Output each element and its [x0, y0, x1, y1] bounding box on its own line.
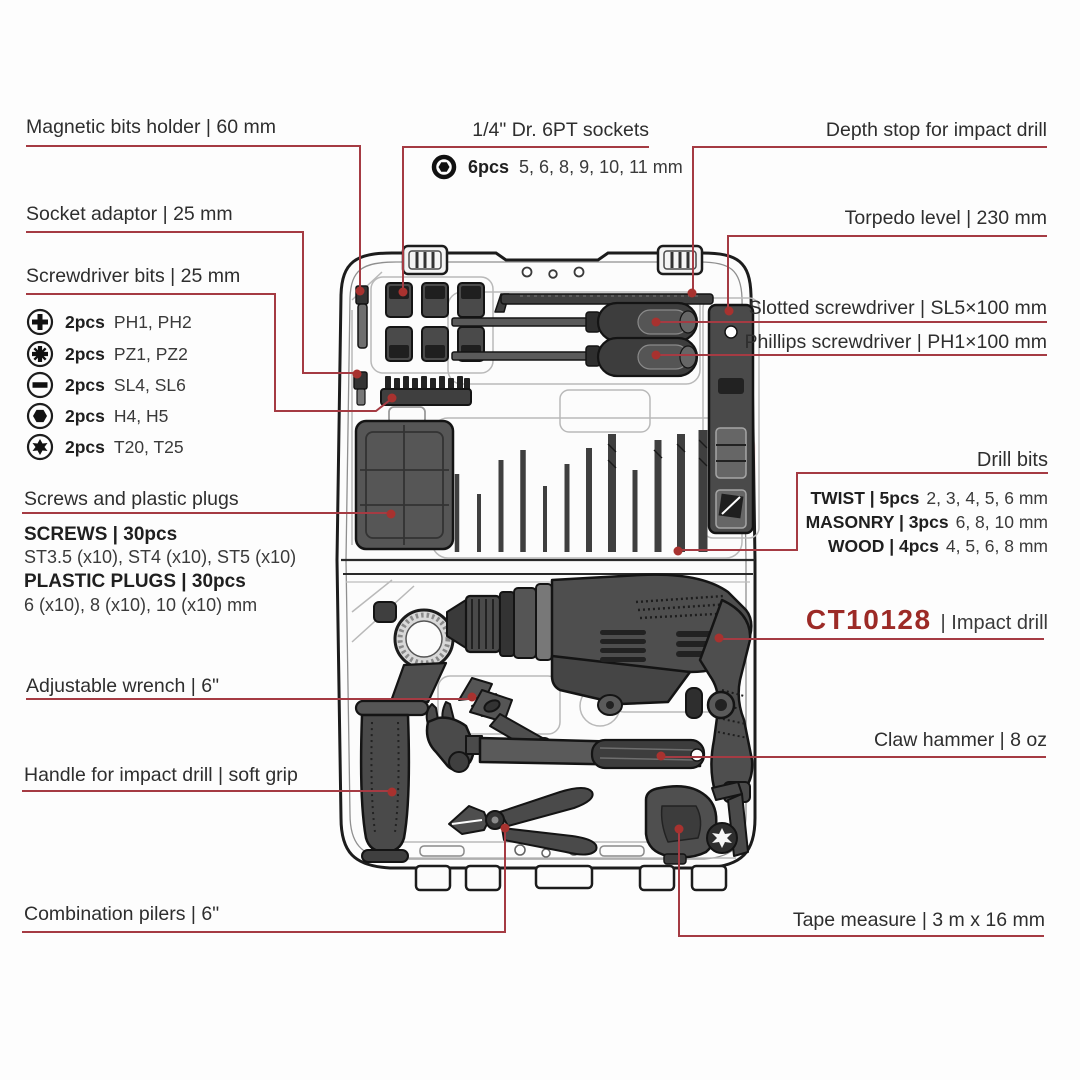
- drill-bits-wood-row: WOOD | 4pcs 4, 5, 6, 8 mm: [828, 536, 1048, 557]
- label-sockets-title: 1/4" Dr. 6PT sockets: [472, 119, 649, 141]
- sockets-graphic: [385, 282, 485, 362]
- drill-bit-sizes: 4, 5, 6, 8 mm: [945, 536, 1048, 556]
- screwdriver-bits-graphic: [380, 376, 472, 406]
- drill-bits-twist-row: TWIST | 5pcs 2, 3, 4, 5, 6 mm: [810, 488, 1048, 509]
- plugs-sizes: 6 (x10), 8 (x10), 10 (x10) mm: [24, 595, 258, 615]
- slotted-icon: [26, 371, 54, 399]
- label-claw-hammer: Claw hammer | 8 oz: [873, 729, 1047, 751]
- drill-handle-graphic: [354, 601, 455, 863]
- label-adjustable-wrench: Adjustable wrench | 6": [26, 675, 220, 697]
- label-slotted-screwdriver: Slotted screwdriver | SL5×100 mm: [748, 297, 1047, 319]
- drill-bit-sizes: 2, 3, 4, 5, 6 mm: [926, 488, 1048, 508]
- screws-box-graphic: [354, 406, 455, 551]
- bit-row-pozidriv: 2pcs PZ1, PZ2: [26, 340, 188, 368]
- model-code: CT10128: [805, 604, 932, 635]
- label-screws-title: Screws and plastic plugs: [24, 488, 239, 510]
- hex-icon: [26, 402, 54, 430]
- base-tools: [354, 573, 754, 865]
- lid-tools: [353, 282, 755, 552]
- bit-sizes: PZ1, PZ2: [113, 343, 188, 364]
- case-latch-right: [656, 244, 704, 276]
- bit-row-phillips: 2pcs PH1, PH2: [26, 308, 192, 336]
- label-combination-pliers: Combination pilers | 6": [24, 903, 220, 925]
- screws-count: SCREWS | 30pcs: [24, 524, 178, 545]
- magnetic-bits-holder-graphic: [355, 285, 369, 349]
- pozidriv-icon: [26, 340, 54, 368]
- label-drill-bits-title: Drill bits: [976, 449, 1048, 471]
- bit-row-hex: 2pcs H4, H5: [26, 402, 168, 430]
- bit-sizes: SL4, SL6: [113, 374, 186, 395]
- bit-sizes: T20, T25: [113, 436, 184, 457]
- screws-sizes: ST3.5 (x10), ST4 (x10), ST5 (x10): [24, 547, 297, 567]
- bit-sizes: PH1, PH2: [113, 311, 192, 332]
- label-tape-measure: Tape measure | 3 m x 16 mm: [792, 909, 1045, 931]
- torx-icon: [26, 433, 54, 461]
- drill-bit-type: WOOD | 4pcs: [827, 536, 939, 556]
- torpedo-level-graphic: [707, 303, 755, 535]
- label-phillips-screwdriver: Phillips screwdriver | PH1×100 mm: [744, 331, 1047, 353]
- label-screwdriver-bits: Screwdriver bits | 25 mm: [26, 265, 241, 287]
- label-handle-impact-drill: Handle for impact drill | soft grip: [24, 764, 298, 786]
- model-label: CT10128 | Impact drill: [806, 604, 1048, 636]
- sockets-detail-row: 6pcs 5, 6, 8, 9, 10, 11 mm: [430, 153, 683, 181]
- label-magnetic-bits-holder: Magnetic bits holder | 60 mm: [26, 116, 277, 138]
- hex-socket-icon: [430, 153, 458, 181]
- plugs-count: PLASTIC PLUGS | 30pcs: [24, 571, 246, 592]
- bit-qty: 2pcs: [65, 374, 105, 395]
- bit-sizes: H4, H5: [113, 405, 169, 426]
- callout-dots: [352, 286, 734, 834]
- phillips-icon: [26, 308, 54, 336]
- bit-qty: 2pcs: [65, 436, 105, 457]
- drill-bit-type: MASONRY | 3pcs: [805, 512, 949, 532]
- sockets-qty: 6pcs: [468, 156, 510, 177]
- claw-hammer-graphic: [425, 701, 706, 773]
- drill-bit-type: TWIST | 5pcs: [810, 488, 920, 508]
- label-torpedo-level: Torpedo level | 230 mm: [844, 207, 1047, 229]
- label-depth-stop: Depth stop for impact drill: [825, 119, 1047, 141]
- callout-lines: [22, 145, 1048, 937]
- bit-qty: 2pcs: [65, 405, 105, 426]
- depth-stop-graphic: [494, 293, 714, 313]
- phillips-screwdriver-graphic: [451, 336, 699, 378]
- bit-row-torx: 2pcs T20, T25: [26, 433, 184, 461]
- drill-bits-graphic: [454, 430, 708, 552]
- case-latch-left: [401, 244, 449, 276]
- drill-bits-masonry-row: MASONRY | 3pcs 6, 8, 10 mm: [806, 512, 1048, 533]
- sockets-sizes: 5, 6, 8, 9, 10, 11 mm: [519, 156, 683, 177]
- pliers-graphic: [448, 787, 598, 856]
- label-socket-adaptor: Socket adaptor | 25 mm: [26, 203, 233, 225]
- model-name: | Impact drill: [940, 612, 1048, 634]
- bit-qty: 2pcs: [65, 343, 105, 364]
- tape-measure-graphic: [644, 781, 749, 865]
- bit-row-slotted: 2pcs SL4, SL6: [26, 371, 186, 399]
- bit-qty: 2pcs: [65, 311, 105, 332]
- impact-drill-graphic: [446, 573, 754, 803]
- drill-bit-sizes: 6, 8, 10 mm: [955, 512, 1048, 532]
